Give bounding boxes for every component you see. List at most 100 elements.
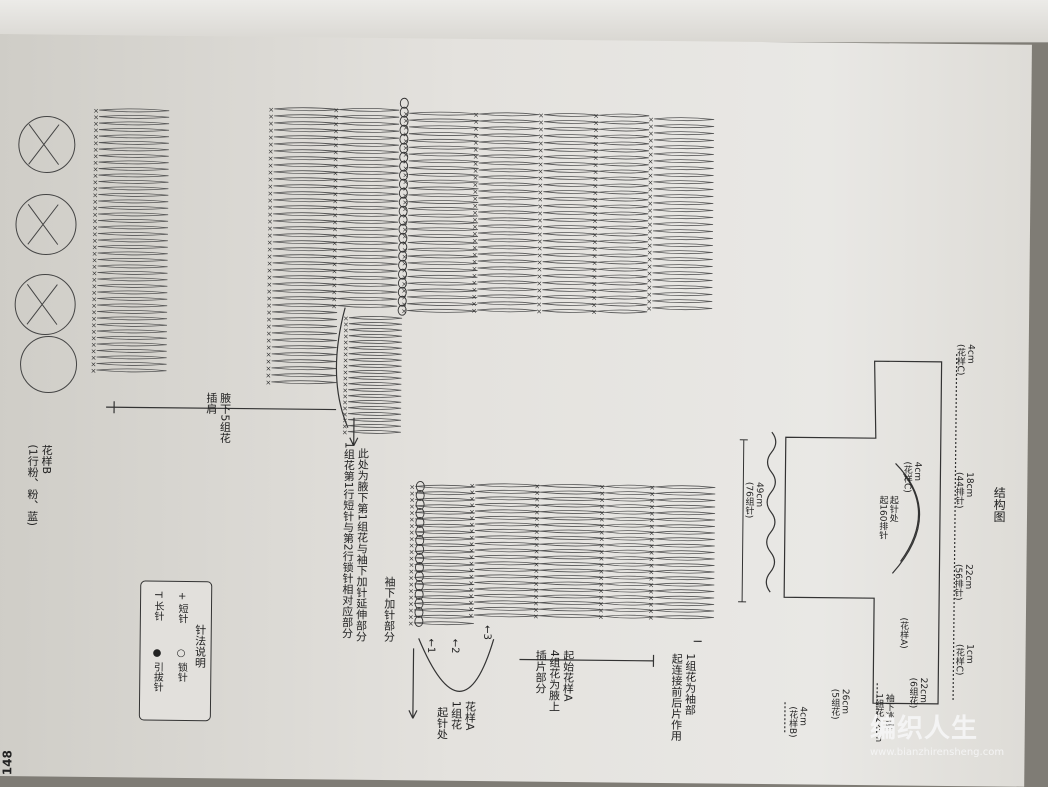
- stitch-mark: ×: [91, 282, 97, 290]
- stitch-mark: ×: [92, 263, 98, 271]
- stitch-mark: ×: [342, 363, 348, 371]
- stitch-loop: [407, 281, 478, 286]
- stitch-mark: ×: [534, 502, 540, 510]
- chain-stitch: [398, 241, 408, 253]
- stitch-loop: [540, 503, 606, 508]
- stitch-loop: [654, 517, 715, 522]
- stitch-mark: ×: [534, 483, 540, 491]
- stitch-loop: [652, 264, 713, 269]
- stitch-mark: ×: [331, 295, 337, 303]
- stitch-loop: [604, 549, 655, 554]
- legend-item-sc: + 短针: [175, 591, 188, 624]
- stitch-loop: [479, 119, 540, 124]
- stitch-loop: [477, 308, 538, 313]
- stitch-mark: ×: [649, 529, 655, 537]
- stitch-mark: ×: [409, 522, 415, 530]
- stitch-mark: ×: [598, 613, 604, 621]
- stitch-loop: [478, 126, 540, 131]
- stitch-loop: [598, 127, 650, 132]
- stitch-mark: ×: [471, 300, 477, 308]
- stitch-loop: [414, 510, 476, 515]
- stitch-loop: [539, 523, 605, 527]
- stitch-mark: ×: [267, 260, 273, 268]
- stitch-loop: [598, 141, 649, 146]
- stitch-loop: [348, 358, 402, 362]
- underarm-line-1: 腋下5组花: [218, 392, 232, 444]
- stitch-mark: ×: [267, 225, 273, 233]
- stitch-mark: ×: [598, 594, 604, 602]
- stitch-loop: [477, 280, 538, 285]
- stitch-mark: ×: [402, 205, 408, 213]
- stitch-mark: ×: [343, 327, 349, 335]
- stitch-loop: [604, 582, 655, 587]
- stitch-loop: [652, 292, 713, 297]
- stitch-loop: [474, 580, 540, 585]
- stitch-loop: [408, 206, 479, 211]
- chain-stitch: [414, 570, 424, 582]
- stitch-mark: ×: [403, 124, 409, 132]
- stitch-mark: ×: [343, 333, 349, 341]
- stitch-mark: ×: [333, 141, 339, 149]
- watermark: 编织人生 www.bianzhirensheng.com: [870, 708, 1004, 758]
- stitch-loop: [479, 112, 540, 117]
- stitch-mark: ×: [533, 574, 539, 582]
- stitch-loop: [273, 177, 339, 182]
- stitch-mark: ×: [646, 298, 652, 306]
- stitch-mark: ×: [646, 291, 652, 299]
- stitch-loop: [478, 210, 539, 215]
- stitch-loop: [477, 231, 538, 236]
- stitch-loop: [414, 582, 475, 587]
- stitch-loop: [407, 268, 478, 272]
- stitch-mark: ×: [92, 178, 98, 186]
- stitch-loop: [348, 376, 402, 380]
- stitch-mark: ×: [537, 259, 543, 267]
- stitch-loop: [348, 352, 402, 356]
- stitch-mark: ×: [91, 269, 97, 277]
- stitch-loop: [273, 149, 339, 154]
- stitch-mark: ×: [402, 178, 408, 186]
- stitch-mark: ×: [472, 188, 478, 196]
- stitch-mark: ×: [536, 273, 542, 281]
- stitch-mark: ×: [92, 237, 98, 245]
- stitch-loop: [338, 142, 399, 147]
- stitch-mark: ×: [333, 127, 339, 135]
- stitch-mark: ×: [592, 238, 598, 246]
- stitch-mark: ×: [267, 246, 273, 254]
- stitch-mark: ×: [342, 375, 348, 383]
- stitch-loop: [408, 220, 479, 225]
- stitch-mark: ×: [408, 561, 414, 569]
- stitch-loop: [407, 254, 478, 259]
- stitch-loop: [99, 114, 170, 119]
- stitch-loop: [97, 225, 169, 230]
- stitch-loop: [654, 595, 715, 600]
- stitch-mark: ×: [91, 341, 97, 349]
- stitch-mark: ×: [648, 144, 654, 152]
- stitch-mark: ×: [408, 568, 414, 576]
- stitch-mark: ×: [592, 245, 598, 253]
- stitch-loop: [542, 302, 598, 306]
- stitch-mark: ×: [598, 581, 604, 589]
- dim-right-edge: 1cm (花样C): [953, 644, 975, 676]
- stitch-loop: [337, 233, 398, 238]
- stitch-loop: [475, 502, 541, 507]
- stitch-loop: [654, 582, 715, 587]
- stitch-mark: ×: [409, 483, 415, 491]
- stitch-mark: ×: [534, 515, 540, 523]
- pattern-a-1-label: 花样A 1组花: [449, 701, 476, 731]
- stitch-loop: [339, 107, 400, 112]
- stitch-loop: [273, 212, 339, 217]
- stitch-mark: ×: [267, 211, 273, 219]
- stitch-loop: [96, 355, 167, 360]
- stitch-loop: [337, 226, 399, 231]
- start-a-line-1: 起始花样A: [561, 649, 575, 702]
- stitch-loop: [474, 535, 540, 540]
- stitch-loop: [338, 219, 399, 224]
- stitch-loop: [543, 190, 599, 194]
- stitch-loop: [598, 190, 649, 195]
- stitch-mark: ×: [332, 246, 338, 254]
- stitch-mark: ×: [599, 529, 605, 537]
- stitch-mark: ×: [648, 172, 654, 180]
- stitch-loop: [98, 127, 170, 132]
- stitch-loop: [337, 296, 398, 301]
- stitch-mark: ×: [468, 599, 474, 607]
